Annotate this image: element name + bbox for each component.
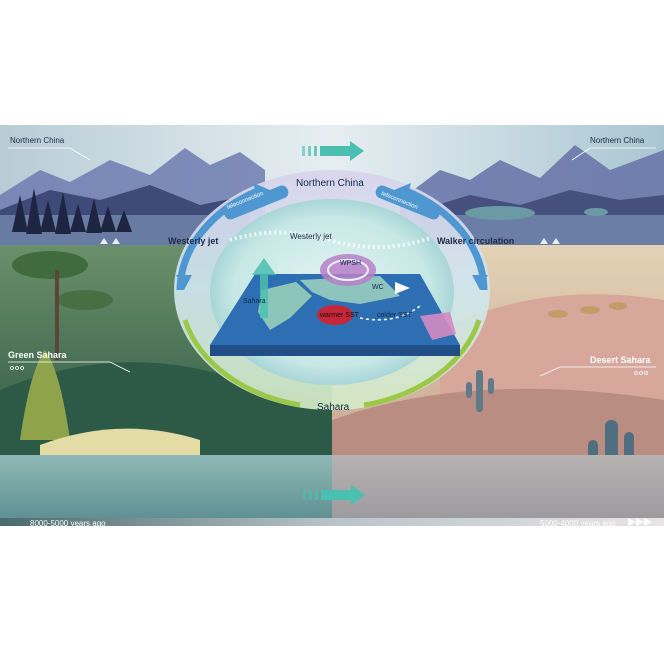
map-slab-side <box>210 345 460 356</box>
leader-line <box>571 147 656 161</box>
pond-right <box>465 206 535 220</box>
leaf-plant <box>20 350 70 440</box>
right-lower-arc <box>363 319 482 408</box>
westerly-jet-stream <box>229 230 431 250</box>
green-sahara-label: Green Sahara <box>8 350 67 360</box>
dot-markers-icon <box>10 366 648 375</box>
ring-top-label: Northern China <box>296 178 364 189</box>
warmer-sst-patch <box>317 305 353 325</box>
eurasia-landmass <box>300 276 400 304</box>
northern-china-left-label: Northern China <box>10 136 65 145</box>
timeline-end-label: 5000-4000 years ago <box>540 519 616 528</box>
tree-canopy <box>57 290 113 310</box>
left-arc-arrow <box>176 186 262 291</box>
teleconnection-left-pill <box>224 185 289 220</box>
timeline-bar <box>0 518 664 526</box>
desert-sahara-label: Desert Sahara <box>590 355 651 365</box>
ring-bottom-label: Sahara <box>317 402 350 413</box>
walker-circulation-label: Walker circulation <box>437 236 515 246</box>
wpsh-swirl <box>327 259 369 281</box>
leader-line <box>539 366 656 377</box>
wc-label: WC <box>372 284 384 291</box>
top-flow-arrow-icon <box>302 141 364 161</box>
leader-line <box>8 361 131 373</box>
conifer-forest <box>12 188 132 234</box>
river-bank <box>40 428 200 455</box>
cactus-small <box>466 370 494 412</box>
camels <box>548 302 627 318</box>
timeline-start-label: 8000-5000 years ago <box>30 519 106 528</box>
northern-china-right-label: Northern China <box>590 136 645 145</box>
right-arc-arrow <box>402 186 488 291</box>
green-lake <box>0 455 332 520</box>
warmer-sst-label: warmer SST <box>320 312 359 319</box>
australia-landmass <box>420 312 456 340</box>
westerly-jet-side-label: Westerly jet <box>168 236 219 246</box>
map-westerly-jet-label: Westerly jet <box>290 232 332 241</box>
map-sahara-label: Sahara <box>243 298 266 305</box>
desert-dune-front <box>332 388 664 455</box>
arc-arrowhead-icon <box>472 275 488 290</box>
bottom-flow-arrow-icon <box>303 485 365 505</box>
africa-landmass <box>258 282 312 330</box>
uplift-arrow-icon <box>252 258 276 318</box>
leader-line <box>8 147 91 161</box>
teleconnection-right-pill <box>375 185 440 220</box>
arc-arrowhead-icon <box>176 275 192 290</box>
tree-trunk <box>55 270 59 360</box>
timeline-chevron-icon <box>628 518 652 526</box>
double-up-arrow-icon <box>100 238 560 244</box>
colder-sst-label: colder SST <box>377 312 412 319</box>
wc-arrowhead-icon <box>395 282 410 294</box>
left-lower-arc <box>182 319 301 408</box>
tree-canopy <box>12 251 88 279</box>
pond-small <box>584 208 608 216</box>
desert-lake <box>332 455 664 520</box>
walker-flow-line <box>359 305 421 321</box>
wpsh-label: WPSH <box>340 260 361 267</box>
